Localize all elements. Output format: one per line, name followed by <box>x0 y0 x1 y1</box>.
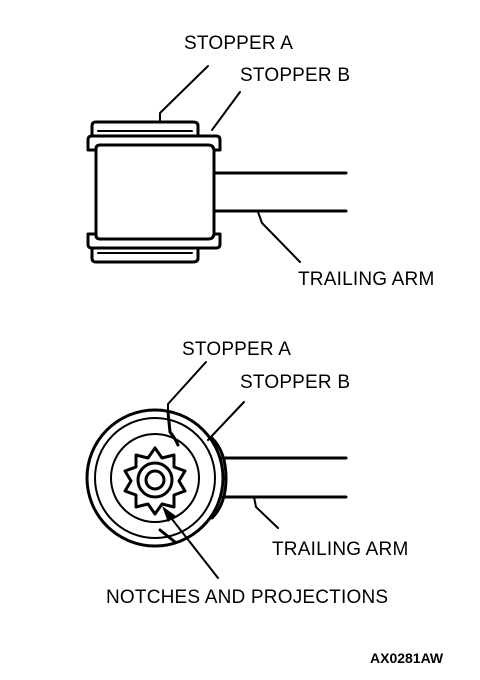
leader-notches <box>167 513 219 579</box>
leader-stopper-a-bottom <box>167 361 207 415</box>
top-view-assembly <box>86 120 348 264</box>
figure-code: AX0281AW <box>370 650 444 666</box>
label-stopper-a-top: STOPPER A <box>184 33 294 54</box>
hub-inner <box>144 469 166 491</box>
middle-ring <box>94 417 216 539</box>
label-trailing-arm-top: TRAILING ARM <box>298 269 435 290</box>
notches-arrowhead <box>162 506 176 522</box>
bottom-view-assembly <box>85 408 348 548</box>
bushing-body <box>94 143 216 241</box>
leader-trailing-arm-bottom <box>253 496 279 529</box>
leader-stopper-b-top <box>211 91 241 131</box>
label-stopper-b-top: STOPPER B <box>240 65 351 86</box>
label-stopper-b-bottom: STOPPER B <box>240 372 351 393</box>
leader-stopper-b-bottom <box>207 401 245 441</box>
inner-ring <box>110 433 200 523</box>
label-trailing-arm-bottom: TRAILING ARM <box>272 539 409 560</box>
leader-stopper-a-top <box>159 65 209 123</box>
leader-trailing-arm-top <box>257 211 301 263</box>
label-stopper-a-bottom: STOPPER A <box>182 339 292 360</box>
label-notches-projections: NOTCHES AND PROJECTIONS <box>106 587 389 608</box>
